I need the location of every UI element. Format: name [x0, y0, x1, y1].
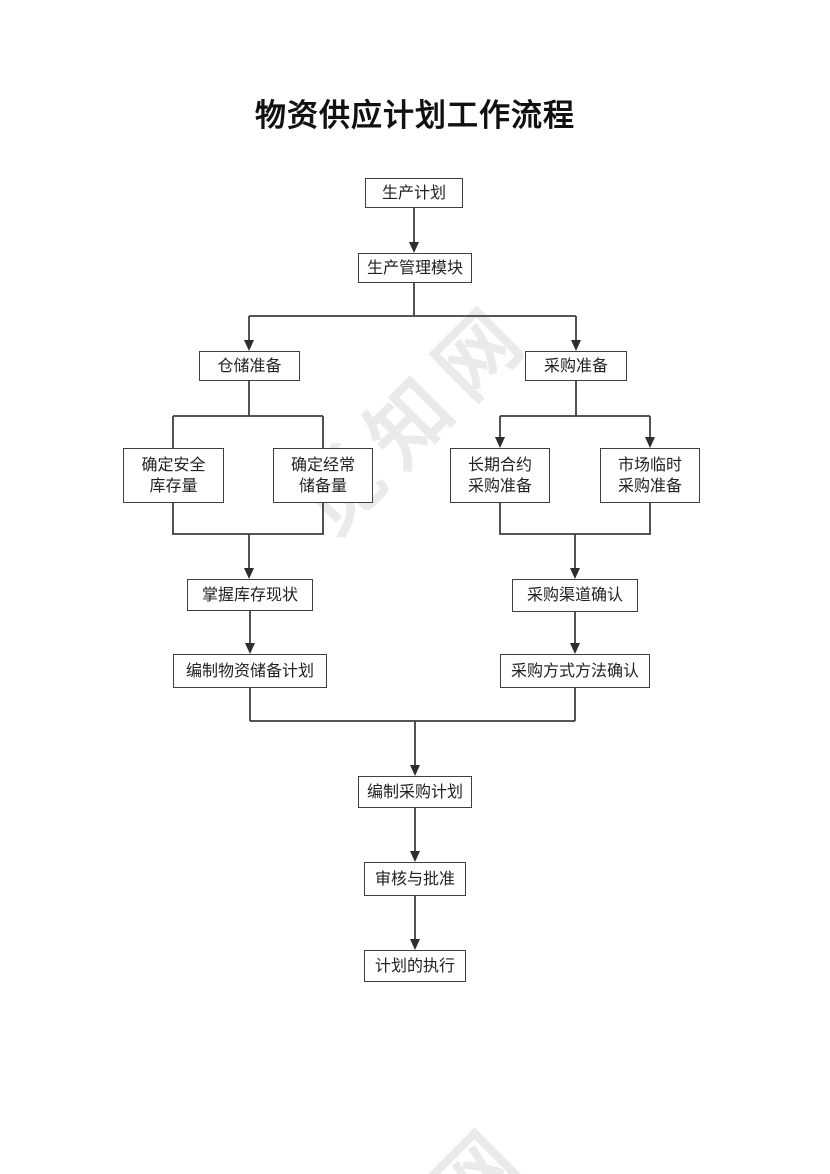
arrowhead: [570, 643, 580, 654]
connector-purchase-split: [499, 381, 651, 441]
node-market-temp: 市场临时 采购准备: [600, 448, 700, 503]
node-reserve-plan: 编制物资储备计划: [173, 654, 327, 688]
connector-warehouse-merge: [172, 503, 324, 572]
arrowhead: [410, 765, 420, 776]
arrowhead: [495, 437, 505, 448]
node-plan-execution: 计划的执行: [364, 950, 466, 982]
node-purchase-prep: 采购准备: [525, 351, 627, 381]
node-inventory-status: 掌握库存现状: [187, 579, 313, 611]
node-production-mgmt: 生产管理模块: [358, 253, 472, 283]
arrowhead: [245, 643, 255, 654]
connector-final-merge: [250, 720, 575, 769]
arrowhead: [244, 340, 254, 351]
node-regular-reserve: 确定经常 储备量: [273, 448, 373, 503]
arrowhead: [571, 340, 581, 351]
page-title: 物资供应计划工作流程: [255, 98, 575, 133]
arrowhead: [409, 242, 419, 253]
connector-lines: [172, 208, 651, 943]
connector-purchase-merge: [499, 503, 651, 572]
node-purchase-plan: 编制采购计划: [358, 776, 472, 808]
node-production-plan: 生产计划: [365, 178, 463, 208]
connector-warehouse-split: [172, 381, 324, 448]
node-purchase-method: 采购方式方法确认: [500, 654, 650, 688]
arrowhead: [570, 568, 580, 579]
arrowhead: [410, 939, 420, 950]
node-purchase-channel: 采购渠道确认: [512, 579, 638, 612]
arrowhead: [410, 851, 420, 862]
arrowheads: [244, 242, 655, 950]
node-safety-stock: 确定安全 库存量: [123, 448, 224, 503]
node-warehouse-prep: 仓储准备: [199, 351, 300, 381]
arrowhead: [645, 437, 655, 448]
node-review-approval: 审核与批准: [364, 862, 466, 896]
node-longterm-contract: 长期合约 采购准备: [450, 448, 550, 503]
arrowhead: [244, 568, 254, 579]
connector-mgmt-split: [248, 283, 577, 344]
